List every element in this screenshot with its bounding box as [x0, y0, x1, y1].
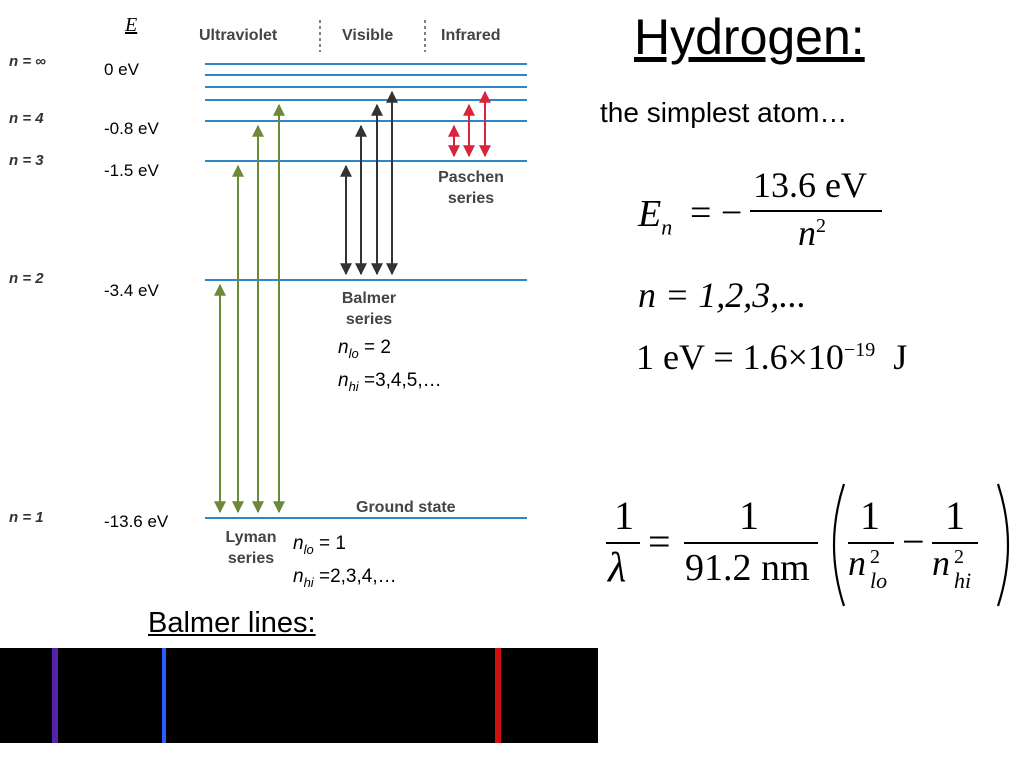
conversion-exponent: −19 [843, 339, 876, 361]
balmer-series-line1: Balmer [341, 290, 397, 307]
region-ultraviolet: Ultraviolet [199, 27, 278, 44]
balmer-n-lo: nlo = 2 [338, 334, 442, 367]
energy-axis-label: E [125, 14, 138, 36]
balmer-n-hi: nhi =3,4,5,… [338, 367, 442, 400]
paschen-series-label: Paschen series [433, 167, 509, 209]
lyman-series-line1: Lyman [225, 529, 277, 546]
lyman-n-lo-symbol: nlo [293, 533, 314, 557]
level-label-n-1: n = 1 [9, 509, 44, 526]
rydberg-term2-sub: hi [954, 568, 972, 593]
balmer-series-line2: series [345, 311, 393, 328]
page-subtitle: the simplest atom… [600, 97, 848, 128]
rydberg-equals: = [648, 519, 671, 564]
rydberg-term1-sub: lo [870, 568, 888, 593]
ground-state-label: Ground state [356, 499, 456, 516]
energy-eq-numerator: 13.6 eV [753, 165, 867, 205]
balmer-n-lo-value: = 2 [363, 337, 391, 358]
lyman-n-values: nlo = 1 nhi =2,3,4,… [293, 530, 397, 596]
rydberg-lhs-denominator: λ [608, 545, 627, 591]
balmer-spectrum [0, 648, 598, 743]
rydberg-term1-numerator: 1 [860, 493, 880, 538]
conversion-unit: J [893, 337, 908, 377]
lyman-n-hi-symbol: nhi [293, 565, 314, 590]
balmer-n-hi-value: =3,4,5,… [363, 369, 442, 391]
lyman-series-line2: series [227, 550, 275, 567]
level-label-n-3: n = 3 [9, 152, 44, 169]
energy-value-n-inf: 0 eV [104, 60, 139, 79]
energy-eq-den-exp: 2 [816, 215, 826, 237]
energy-equation: En = − 13.6 eV n2 [638, 165, 898, 260]
energy-eq-lhs-sub: n [661, 214, 673, 240]
level-diagram-svg [205, 20, 527, 519]
rydberg-constant-bar [684, 542, 818, 544]
energy-value-n-4: -0.8 eV [104, 119, 159, 138]
page-title: Hydrogen: [634, 9, 865, 65]
region-infrared: Infrared [441, 27, 501, 44]
rydberg-term2-bar [932, 542, 978, 544]
level-label-n-2: n = 2 [9, 270, 44, 287]
rydberg-lhs-numerator: 1 [614, 493, 634, 538]
rydberg-constant-numerator: 1 [739, 493, 759, 538]
balmer-n-lo-symbol: nlo [338, 337, 359, 361]
rydberg-term1-exp: 2 [870, 546, 880, 568]
rydberg-term2-numerator: 1 [945, 493, 965, 538]
balmer-line-red [495, 648, 501, 743]
level-label-n-inf: n = ∞ [9, 53, 46, 70]
balmer-series-label: Balmer series [334, 288, 404, 330]
lyman-n-hi-value: =2,3,4,… [318, 565, 397, 587]
rydberg-lhs-bar [606, 542, 640, 544]
rydberg-term2-exp: 2 [954, 546, 964, 568]
left-parenthesis [832, 483, 846, 607]
rydberg-term1-bar [848, 542, 894, 544]
region-visible: Visible [342, 27, 394, 44]
rydberg-parentheses [832, 483, 1010, 607]
paschen-series-line2: series [447, 190, 495, 207]
balmer-n-values: nlo = 2 nhi =3,4,5,… [338, 334, 442, 400]
balmer-lines-title: Balmer lines: [148, 607, 316, 639]
lyman-series-label: Lyman series [218, 527, 284, 569]
conversion-lhs: 1 eV = 1.6×10 [636, 337, 844, 377]
lyman-n-hi: nhi =2,3,4,… [293, 563, 397, 596]
energy-value-n-2: -3.4 eV [104, 281, 159, 300]
paschen-series-line1: Paschen [438, 169, 504, 186]
balmer-line-blue [162, 648, 166, 743]
level-label-n-4: n = 4 [9, 110, 44, 127]
right-parenthesis [996, 483, 1010, 607]
energy-value-n-3: -1.5 eV [104, 161, 159, 180]
energy-eq-lhs: En [638, 193, 673, 240]
lyman-n-lo: nlo = 1 [293, 530, 397, 563]
rydberg-minus: − [902, 519, 925, 564]
balmer-n-hi-symbol: nhi [338, 369, 359, 394]
lyman-n-lo-value: = 1 [318, 533, 346, 554]
balmer-line-violet [52, 648, 58, 743]
ev-to-joule-equation: 1 eV = 1.6×10−19 J [636, 336, 907, 378]
energy-eq-equals: = − [690, 192, 743, 234]
rydberg-constant-denominator: 91.2 nm [685, 547, 810, 589]
energy-eq-denominator: n2 [798, 213, 826, 253]
energy-value-n-1: -13.6 eV [104, 512, 169, 531]
n-values-equation: n = 1,2,3,... [638, 275, 807, 315]
energy-eq-fraction-bar [750, 210, 882, 212]
